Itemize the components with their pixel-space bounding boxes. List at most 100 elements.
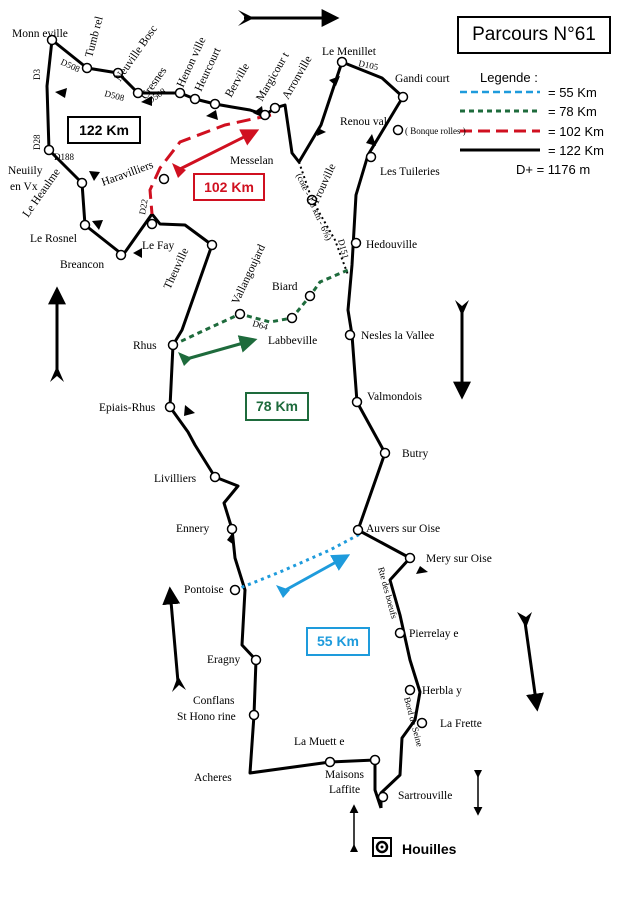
- waypoint-biard: [304, 290, 316, 302]
- label-pierrelaye: Pierrelay e: [409, 628, 459, 640]
- waypoint-le-menillet: [336, 56, 348, 68]
- legend-swatches: [460, 90, 540, 152]
- waypoint-margicourt: [259, 109, 271, 121]
- arrow-sartrouville-down-tail: [474, 770, 482, 778]
- label-rhus: Rhus: [133, 340, 157, 352]
- waypoint-gandicourt: [397, 91, 409, 103]
- waypoint-neuville-bosc: [112, 67, 124, 79]
- flag: [329, 76, 340, 86]
- waypoint-nesles: [344, 329, 356, 341]
- arrow-55: [281, 554, 351, 594]
- flag: [133, 248, 142, 258]
- label-gandicourt: Gandi court: [395, 73, 450, 85]
- legend-item-122: = 122 Km: [548, 143, 605, 158]
- label-messelan: Messelan: [230, 155, 274, 167]
- label-la-frette: La Frette: [440, 718, 482, 730]
- waypoint-pontoise: [229, 584, 241, 596]
- distance-box-78: [245, 392, 309, 421]
- distance-label-55: 55 Km: [317, 633, 359, 649]
- waypoint-les-tuileries: [365, 151, 377, 163]
- label-mery: Mery sur Oise: [426, 553, 492, 565]
- label-monneville: Monn eville: [12, 28, 68, 40]
- road-d188: D188: [54, 152, 74, 162]
- flag: [366, 134, 376, 146]
- waypoint-berville: [209, 98, 221, 110]
- label-pontoise: Pontoise: [184, 584, 224, 596]
- arrow-right-down-tail: [455, 300, 469, 316]
- waypoint-cresnes: [132, 87, 144, 99]
- waypoint-le-fay: [146, 218, 158, 230]
- arrow-102-tail: [172, 163, 186, 178]
- label-conflans-1: Conflans: [193, 695, 235, 707]
- flag: [227, 532, 234, 545]
- waypoint-breancon: [115, 249, 127, 261]
- label-epiais-rhus: Epiais-Rhus: [99, 402, 156, 414]
- waypoint-ennery: [226, 523, 238, 535]
- waypoint-eragny: [250, 654, 262, 666]
- arrow-78: [182, 335, 258, 362]
- label-houilles: Houilles: [402, 841, 457, 857]
- label-ennery: Ennery: [176, 523, 209, 535]
- waypoint-maisons: [369, 754, 381, 766]
- waypoint-le-heaulme: [76, 177, 88, 189]
- distance-label-122: 122 Km: [79, 122, 129, 138]
- waypoint-monneville: [46, 34, 58, 46]
- waypoint-la-frette: [416, 717, 428, 729]
- label-biard: Biard: [272, 281, 298, 293]
- label-bonquerolles: ( Bonque rolles ): [405, 126, 466, 136]
- legend-elevation: D+ = 1176 m: [516, 162, 591, 177]
- label-labbeville: Labbeville: [268, 335, 317, 347]
- label-acheres: Acheres: [194, 772, 232, 784]
- houilles-marker-center: [380, 845, 384, 849]
- distance-box-122: [67, 116, 141, 144]
- road-d28: D28: [32, 134, 42, 150]
- waypoint-tumbrel: [81, 62, 93, 74]
- legend-item-78: = 78 Km: [548, 104, 597, 119]
- label-le-rosnel: Le Rosnel: [30, 233, 77, 245]
- label-sartrouville: Sartrouville: [398, 790, 452, 802]
- road-d64: D64: [251, 318, 269, 332]
- label-maisons-2: Laffite: [329, 784, 360, 796]
- label-les-tuileries: Les Tuileries: [380, 166, 440, 178]
- label-valmondois: Valmondois: [367, 391, 422, 403]
- route-direction-flags: [55, 76, 428, 574]
- flag: [55, 88, 67, 98]
- waypoint-sartrouville: [377, 791, 389, 803]
- legend-item-55: = 55 Km: [548, 85, 597, 100]
- label-livilliers: Livilliers: [154, 473, 197, 485]
- label-theuville: Theuville: [162, 246, 192, 291]
- waypoint-livilliers: [209, 471, 221, 483]
- flag: [416, 566, 428, 574]
- road-d22: D22: [137, 198, 150, 215]
- label-tumbrel: Tumb rel: [83, 15, 105, 59]
- direction-arrows: [48, 9, 544, 852]
- label-neuilly-2: en Vx: [10, 181, 38, 193]
- arrow-mery-down-tail: [517, 612, 532, 628]
- distance-label-102: 102 Km: [204, 179, 254, 195]
- houilles-marker-dot: [375, 840, 389, 854]
- label-le-menillet: Le Menillet: [322, 46, 377, 58]
- waypoint-le-rosnel: [79, 219, 91, 231]
- waypoint-herblay: [404, 684, 416, 696]
- waypoints: [43, 34, 428, 803]
- waypoint-henonville: [174, 87, 186, 99]
- distance-label-78: 78 Km: [256, 398, 298, 414]
- flag: [206, 110, 218, 120]
- route-55-line: [234, 532, 361, 592]
- waypoint-butry: [379, 447, 391, 459]
- flag: [92, 220, 103, 230]
- route-102-line: [148, 113, 272, 215]
- waypoint-neuilly: [43, 144, 55, 156]
- arrow-pontoise-up: [162, 586, 181, 683]
- label-renouval: Renou val: [340, 116, 387, 128]
- label-butry: Butry: [402, 448, 428, 460]
- flag: [89, 171, 100, 181]
- waypoint-labbeville: [286, 312, 298, 324]
- waypoint-mery: [404, 552, 416, 564]
- arrow-top-right-tail: [238, 10, 254, 26]
- waypoint-theuville: [206, 239, 218, 251]
- distance-box-55: [306, 627, 370, 656]
- label-herblay: Herbla y: [422, 685, 462, 697]
- waypoint-auvers: [352, 524, 364, 536]
